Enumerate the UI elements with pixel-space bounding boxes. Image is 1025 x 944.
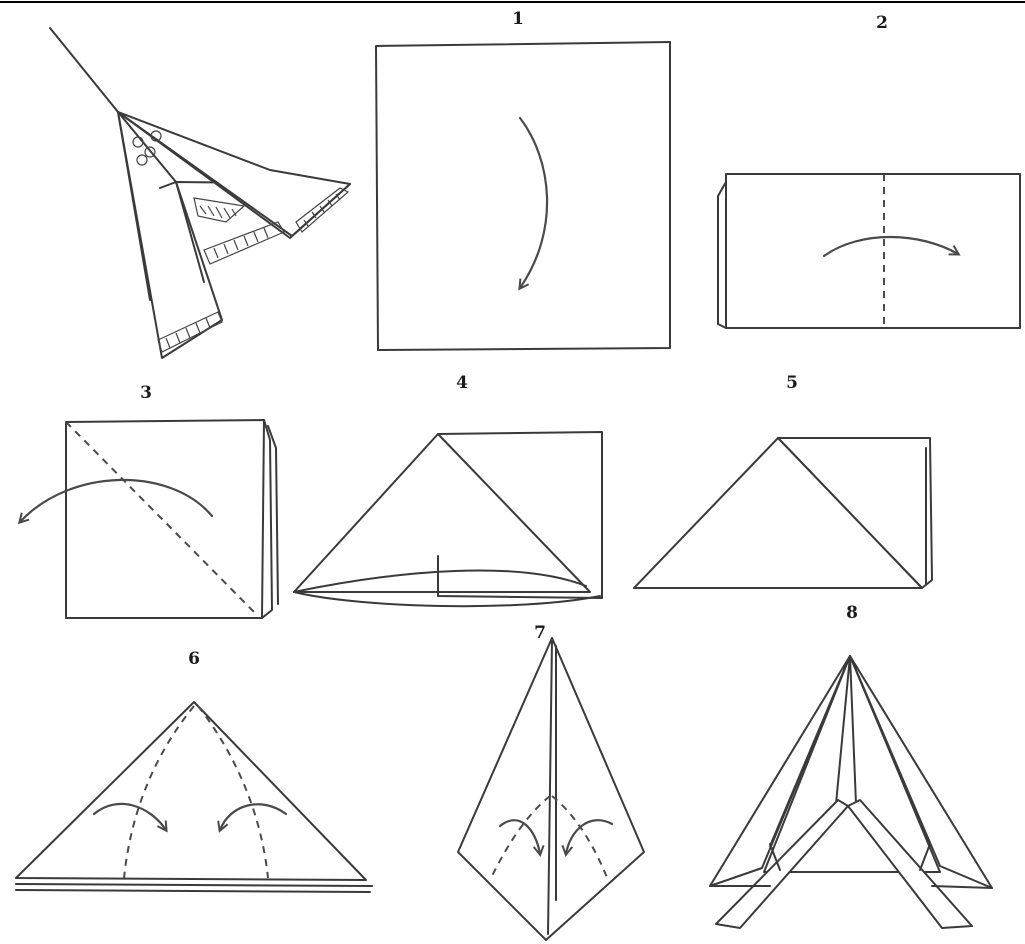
step-3-number: 3 <box>140 383 152 403</box>
step-6-number: 6 <box>188 649 200 669</box>
step-1-figure: 1 <box>376 9 670 350</box>
finished-model-figure <box>50 28 350 358</box>
step-2-figure: 2 <box>718 13 1020 328</box>
step-4-figure: 4 <box>294 373 602 606</box>
step-7-number: 7 <box>534 623 546 643</box>
step-1-number: 1 <box>512 9 524 29</box>
step-8-figure: 8 <box>710 603 992 928</box>
step-6-figure: 6 <box>16 649 372 892</box>
step-3-figure: 3 <box>20 383 278 618</box>
step-4-number: 4 <box>456 373 468 393</box>
step-5-number: 5 <box>786 373 798 393</box>
step-8-number: 8 <box>846 603 858 623</box>
step-5-figure: 5 <box>634 373 932 588</box>
step-2-number: 2 <box>876 13 888 33</box>
step-7-figure: 7 <box>458 623 644 940</box>
